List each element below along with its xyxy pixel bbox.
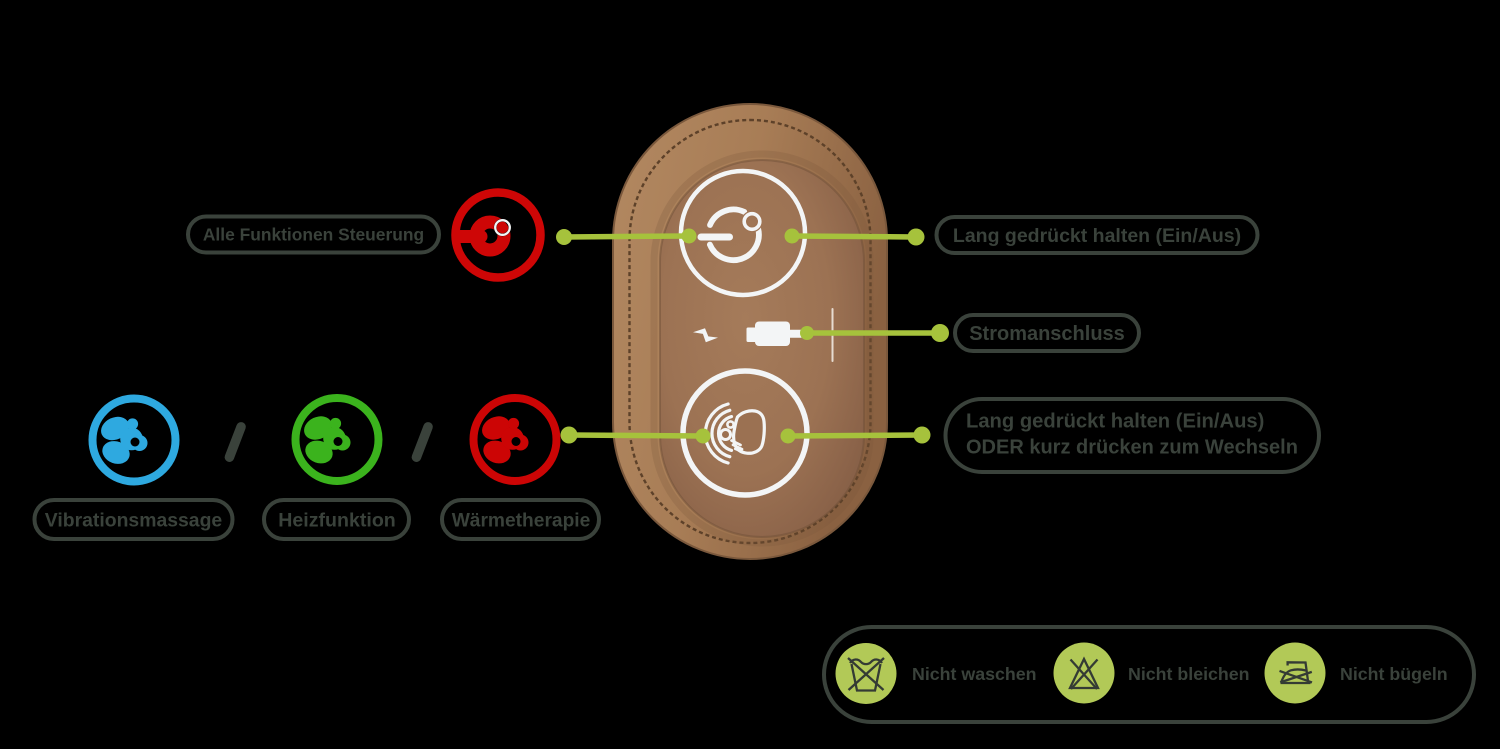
svg-text:Heizfunktion: Heizfunktion bbox=[278, 510, 396, 532]
svg-text:Nicht bügeln: Nicht bügeln bbox=[1340, 664, 1448, 684]
svg-text:Lang gedrückt halten (Ein/Aus): Lang gedrückt halten (Ein/Aus) bbox=[953, 225, 1241, 247]
svg-text:Alle Funktionen Steuerung: Alle Funktionen Steuerung bbox=[203, 225, 424, 245]
svg-text:Wärmetherapie: Wärmetherapie bbox=[452, 511, 591, 532]
svg-text:ODER kurz drücken zum Wechseln: ODER kurz drücken zum Wechseln bbox=[966, 436, 1298, 458]
svg-text:Nicht waschen: Nicht waschen bbox=[912, 664, 1037, 684]
svg-text:Nicht bleichen: Nicht bleichen bbox=[1128, 664, 1250, 684]
svg-text:Vibrationsmassage: Vibrationsmassage bbox=[45, 510, 223, 532]
svg-text:Stromanschluss: Stromanschluss bbox=[969, 323, 1125, 345]
svg-text:Lang gedrückt halten (Ein/Aus): Lang gedrückt halten (Ein/Aus) bbox=[966, 411, 1264, 433]
